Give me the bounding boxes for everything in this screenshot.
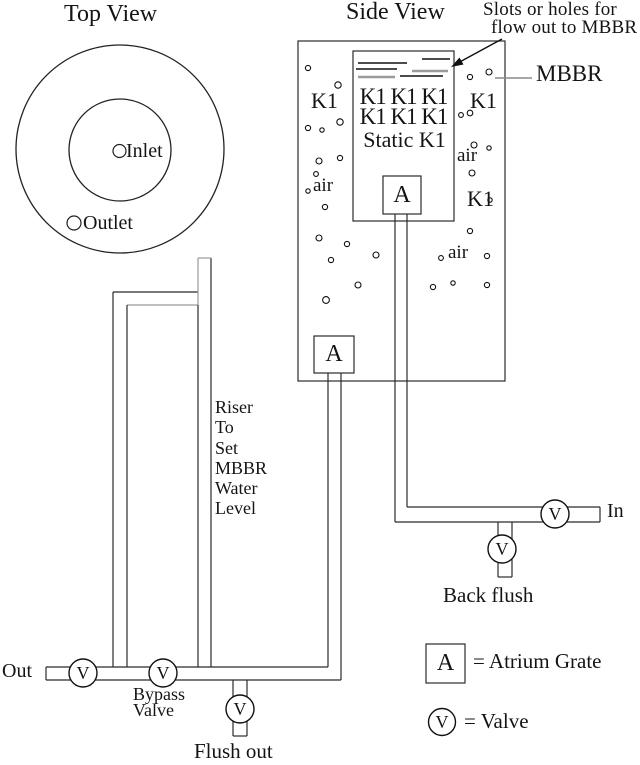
valve-circles: [68, 499, 570, 724]
out-valve-symbol: V: [76, 662, 90, 683]
flow-slots: [356, 58, 450, 79]
static-k1-chamber-outline: [352, 50, 455, 222]
inlet-label: Inlet: [126, 140, 163, 162]
side-view-title: Side View: [346, 0, 445, 25]
air-label-left: air: [313, 175, 334, 196]
outlet-label: Outlet: [83, 212, 133, 234]
riser-note-line: Riser: [215, 397, 253, 417]
legend-atrium-text: = Atrium Grate: [473, 649, 602, 673]
slots-note-line2: flow out to MBBR: [491, 17, 638, 38]
air-label-right: air: [457, 145, 478, 166]
flush-out-valve-symbol: V: [233, 698, 247, 719]
top-view-drawing: [15, 44, 225, 254]
riser-note-line: Level: [215, 498, 256, 519]
legend-atrium-box: [425, 643, 466, 684]
atrium-grate-upper-box: [382, 175, 422, 215]
atrium-grate-upper-symbol: A: [393, 181, 411, 208]
riser-note-line: To: [215, 417, 234, 438]
top-view-title: Top View: [64, 1, 158, 27]
back-flush-label: Back flush: [443, 583, 534, 607]
bypass-valve-circle: [148, 658, 178, 688]
bypass-valve-label-line2: Valve: [133, 700, 174, 720]
slots-note-line1: Slots or holes for: [483, 0, 617, 20]
riser-note-line: Set: [215, 437, 239, 458]
in-valve-circle: [540, 499, 570, 529]
back-flush-valve-circle: [487, 534, 517, 564]
back-flush-valve-symbol: V: [495, 538, 509, 559]
legend-shapes: [425, 643, 466, 737]
legend-valve-symbol: V: [435, 711, 449, 732]
bypass-valve-symbol: V: [156, 662, 170, 683]
slots-pointer-arrow: [451, 38, 503, 67]
static-k1-label: Static K1: [363, 127, 446, 152]
in-label: In: [607, 500, 624, 522]
bypass-valve-label: Bypass Valve: [133, 684, 186, 720]
legend-valve-circle: [427, 707, 457, 737]
side-view-tank-drawing: [297, 40, 506, 382]
k1-label-right-bottom: K1: [467, 186, 494, 211]
pipes: [45, 214, 601, 737]
air-bubbles: [304, 64, 493, 304]
riser-note-line: Water: [215, 478, 258, 499]
out-valve-circle: [68, 658, 98, 688]
k1-row-1: K1 K1 K1: [359, 84, 449, 109]
riser-note-line: MBBR: [215, 457, 268, 478]
legend-atrium-symbol: A: [436, 650, 455, 676]
atrium-grate-boxes: [313, 175, 422, 374]
outlet-port-circle: [66, 215, 82, 231]
slots-note: Slots or holes for flow out to MBBR: [483, 0, 638, 38]
flush-out-label: Flush out: [194, 739, 273, 763]
atrium-grate-lower-box: [313, 335, 355, 374]
flush-out-valve-circle: [225, 694, 255, 724]
in-valve-symbol: V: [548, 503, 562, 524]
mbbr-label: MBBR: [536, 61, 603, 86]
k1-row-2: K1 K1 K1: [359, 104, 449, 129]
legend-valve-text: = Valve: [464, 709, 529, 733]
k1-label-left: K1: [311, 88, 338, 113]
atrium-grate-lower-symbol: A: [325, 341, 343, 367]
riser-note: Riser To Set MBBR Water Level: [215, 397, 267, 519]
out-label: Out: [2, 660, 32, 682]
tank-inner-circle: [68, 98, 172, 202]
air-label-middle: air: [448, 242, 469, 263]
mbbr-tank-outline: [297, 40, 506, 382]
tank-outer-circle: [15, 44, 225, 254]
bypass-valve-label-line1: Bypass: [133, 684, 186, 704]
inlet-port-circle: [112, 143, 127, 159]
k1-label-right-top: K1: [470, 88, 497, 113]
